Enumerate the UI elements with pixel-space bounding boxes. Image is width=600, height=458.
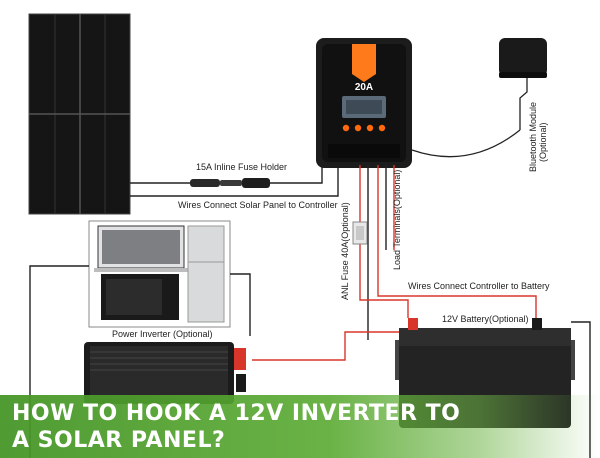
inverter-wires <box>29 265 410 458</box>
controller-battery-wires <box>359 165 537 340</box>
bluetooth-label-line2: (Optional) <box>538 122 548 162</box>
inverter-label: Power Inverter (Optional) <box>112 329 213 339</box>
bluetooth-cable <box>411 78 528 158</box>
controller-rating: 20A <box>355 82 373 93</box>
load-terminals-label: Load Terminals(Optional) <box>392 170 402 270</box>
appliances-image <box>88 220 231 328</box>
battery-positive-terminal <box>408 318 418 330</box>
panel-controller-wire-label: Wires Connect Solar Panel to Controller <box>178 200 338 210</box>
flame-logo-icon <box>352 44 376 82</box>
controller-battery-wire-label: Wires Connect Controller to Battery <box>408 281 550 291</box>
controller-button <box>366 124 374 132</box>
charge-controller <box>316 38 412 168</box>
inverter-red-wire <box>252 331 410 361</box>
title-banner <box>0 395 600 458</box>
title-line-2: A SOLAR PANEL? <box>12 428 226 453</box>
battery-label: 12V Battery(Optional) <box>442 314 529 324</box>
fridge-icon <box>187 225 225 323</box>
bluetooth-module <box>499 38 547 78</box>
anl-fuse-label: ANL Fuse 40A(Optional) <box>340 202 350 300</box>
power-inverter <box>84 342 246 404</box>
inverter-positive-terminal <box>234 348 246 370</box>
bluetooth-label-line1: Bluetooth Module <box>528 102 538 172</box>
inline-fuse-label: 15A Inline Fuse Holder <box>196 162 287 172</box>
inline-fuse-holder <box>190 178 270 188</box>
solar-panel <box>28 13 131 215</box>
controller-button <box>378 124 386 132</box>
battery-negative-terminal <box>532 318 542 330</box>
bluetooth-label: Bluetooth Module (Optional) <box>528 99 548 172</box>
panel-wires <box>130 165 339 197</box>
controller-button <box>354 124 362 132</box>
wire-red-to-battery <box>377 165 537 318</box>
title-text: HOW TO HOOK A 12V INVERTER TO A SOLAR PA… <box>12 400 492 454</box>
controller-button <box>342 124 350 132</box>
anl-fuse <box>352 221 368 245</box>
title-line-1: HOW TO HOOK A 12V INVERTER TO <box>12 401 461 426</box>
